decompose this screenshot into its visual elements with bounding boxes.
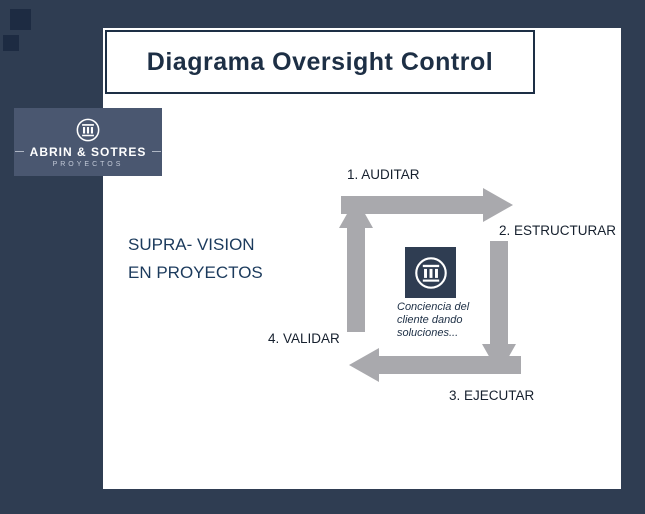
columns-logo-icon [414,256,447,289]
decorative-square-top [10,9,31,30]
cycle-center-logo-box [405,247,456,298]
columns-logo-icon [76,118,100,141]
cycle-center-caption: Conciencia del cliente dando soluciones.… [397,301,470,339]
supra-vision-line2: EN PROYECTOS [128,263,263,282]
cycle-step-validar: 4. VALIDAR [268,331,340,346]
decorative-square-bottom [3,35,19,51]
cycle-step-auditar: 1. AUDITAR [347,167,420,182]
title-box: Diagrama Oversight Control [105,30,535,94]
company-name: ABRIN & SOTRES [15,145,162,159]
page-title: Diagrama Oversight Control [146,47,494,76]
supra-vision-text: SUPRA- VISION EN PROYECTOS [128,231,263,287]
supra-vision-line1: SUPRA- VISION [128,235,255,254]
company-subtitle: PROYECTOS [52,160,124,168]
cycle-step-ejecutar: 3. EJECUTAR [449,388,535,403]
company-logo-box: ABRIN & SOTRES PROYECTOS [14,108,162,176]
cycle-step-estructurar: 2. ESTRUCTURAR [499,223,617,238]
